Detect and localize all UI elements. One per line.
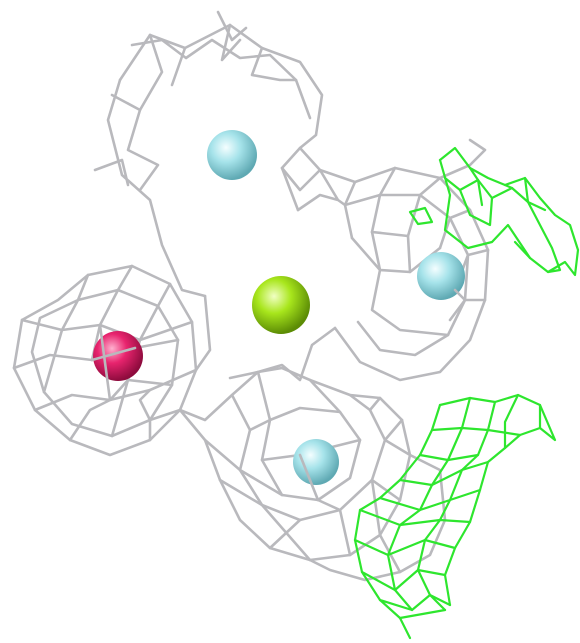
mesh-strand — [308, 558, 402, 582]
mesh-strand — [138, 23, 298, 112]
diff-strand — [438, 146, 580, 277]
diff-strand — [360, 568, 452, 620]
mesh-strand — [138, 388, 182, 442]
mesh-strand — [90, 288, 467, 502]
mesh-strand — [203, 438, 352, 562]
mesh-strand — [130, 38, 312, 120]
mesh-strand — [230, 393, 387, 522]
mesh-strand — [318, 166, 490, 382]
diff-strand — [503, 393, 542, 450]
mesh-strand — [280, 146, 347, 212]
water-atom-bottom — [293, 439, 339, 485]
mesh-strand — [110, 93, 160, 192]
diff-strand — [458, 176, 547, 227]
mesh-strand — [438, 138, 487, 180]
mesh-foreground — [90, 288, 467, 502]
mesh-strand — [343, 166, 442, 274]
water-atom-right — [417, 252, 465, 300]
mesh-strand — [12, 264, 198, 457]
diff-strand — [438, 393, 557, 607]
central-metal-ion — [252, 276, 310, 334]
green-difference-density — [353, 146, 580, 640]
mesh-strand — [343, 193, 470, 357]
diff-strand — [416, 400, 497, 612]
mesh-strand — [106, 78, 207, 298]
diff-strand — [443, 176, 562, 274]
mesh-strand — [378, 453, 447, 574]
grey-density-mesh — [12, 10, 490, 582]
diff-strand — [438, 158, 532, 260]
diff-strand — [353, 488, 482, 557]
mesh-strand — [30, 288, 180, 438]
water-atom-top — [207, 130, 257, 180]
mesh-strand — [93, 10, 248, 187]
diff-strand — [408, 206, 434, 226]
mesh-strand — [118, 23, 324, 212]
